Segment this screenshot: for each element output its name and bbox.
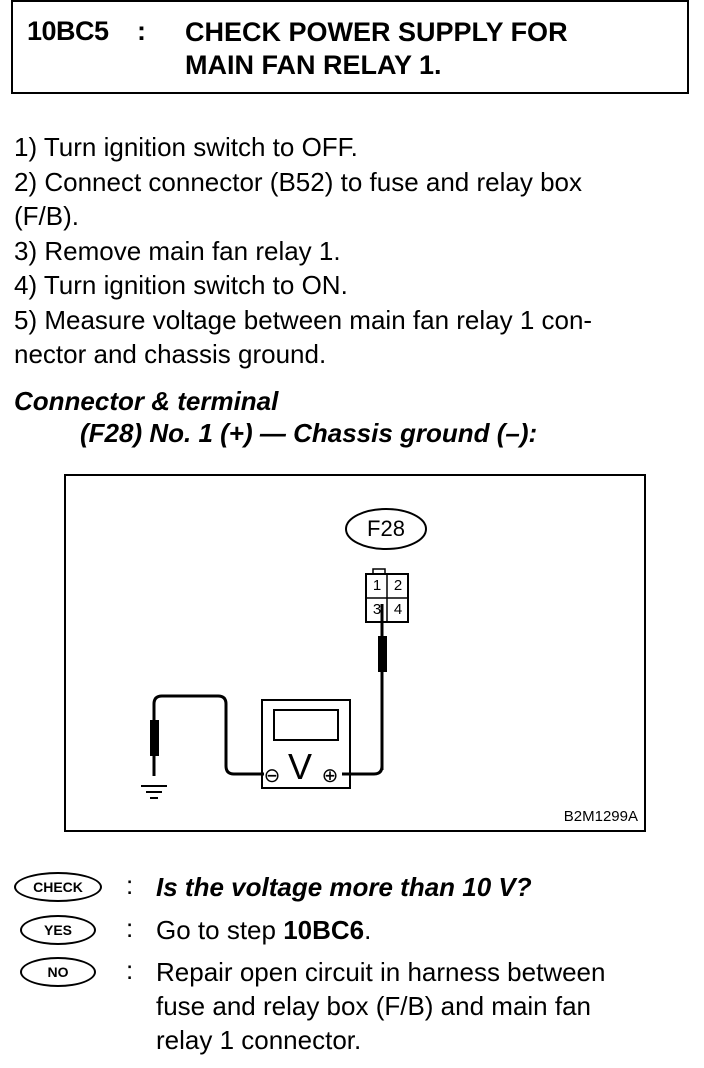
connector-heading: Connector & terminal xyxy=(14,386,279,416)
procedure-step: 2) Connect connector (B52) to fuse and r… xyxy=(14,166,582,197)
no-answer-line: relay 1 connector. xyxy=(156,1025,362,1055)
procedure-steps: 1) Turn ignition switch to OFF. 2) Conne… xyxy=(14,130,704,372)
chassis-ground-symbol xyxy=(141,785,167,799)
voltmeter-display xyxy=(273,709,339,741)
step-title-box: 10BC5 : CHECK POWER SUPPLY FOR MAIN FAN … xyxy=(11,0,689,94)
procedure-step: (F/B). xyxy=(14,201,79,231)
no-badge-icon: NO xyxy=(20,957,96,987)
procedure-step: 5) Measure voltage between main fan rela… xyxy=(14,304,593,335)
procedure-step: nector and chassis ground. xyxy=(14,339,327,369)
procedure-step: 3) Remove main fan relay 1. xyxy=(14,235,341,266)
pin-label: 1 xyxy=(372,577,382,594)
check-badge-icon: CHECK xyxy=(14,872,102,902)
minus-terminal-icon: ⊖ xyxy=(263,765,281,787)
pin-label: 2 xyxy=(393,577,403,594)
step-title-line-2: MAIN FAN RELAY 1. xyxy=(185,50,442,80)
yes-answer: Go to step 10BC6. xyxy=(156,913,371,947)
voltmeter-body xyxy=(261,699,351,789)
check-colon: : xyxy=(126,870,134,900)
step-code-colon: : xyxy=(137,16,146,46)
connector-spec: (F28) No. 1 (+) — Chassis ground (–): xyxy=(80,418,538,448)
figure-code: B2M1299A xyxy=(563,808,638,825)
plus-terminal-icon: ⊕ xyxy=(321,765,339,787)
no-answer-line: Repair open circuit in harness between xyxy=(156,957,606,987)
yes-answer-period: . xyxy=(364,915,372,945)
wiring-diagram xyxy=(141,508,427,799)
yes-badge-icon: YES xyxy=(20,915,96,945)
no-answer-line: fuse and relay box (F/B) and main fan xyxy=(156,991,592,1021)
voltmeter-symbol: V xyxy=(288,746,313,787)
connector-label-ellipse xyxy=(345,508,427,550)
yes-next-step: 10BC6 xyxy=(283,915,365,945)
step-code: 10BC5 xyxy=(27,16,109,46)
yes-answer-text: Go to step xyxy=(156,915,284,945)
wiring-figure: F28 1 2 3 4 ⊖ V ⊕ B2M1299A xyxy=(64,474,646,832)
pin-label: 4 xyxy=(393,601,403,618)
check-question: Is the voltage more than 10 V? xyxy=(156,872,532,902)
positive-probe xyxy=(378,636,387,672)
negative-lead-wire xyxy=(152,694,264,776)
pin-label: 3 xyxy=(372,601,382,618)
no-colon: : xyxy=(126,955,134,985)
procedure-step: 1) Turn ignition switch to OFF. xyxy=(14,132,358,162)
procedure-step: 4) Turn ignition switch to ON. xyxy=(14,270,348,300)
yes-colon: : xyxy=(126,913,134,943)
connector-label: F28 xyxy=(367,516,405,541)
step-title-line-1: CHECK POWER SUPPLY FOR xyxy=(185,17,568,47)
no-answer: Repair open circuit in harness between f… xyxy=(156,955,605,1057)
negative-probe xyxy=(150,720,159,756)
step-title: CHECK POWER SUPPLY FOR MAIN FAN RELAY 1. xyxy=(185,16,665,82)
